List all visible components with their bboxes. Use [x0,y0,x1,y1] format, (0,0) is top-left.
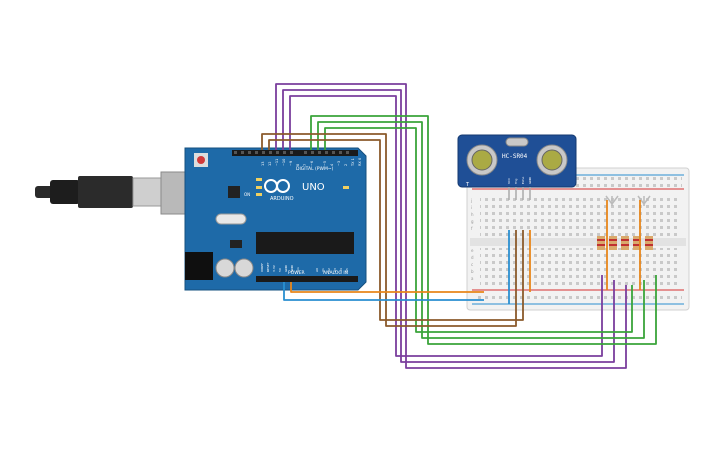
digital-pin-label: 4 [330,163,334,166]
analog-pin-label: A0 [315,268,319,272]
wire-purple [275,83,627,369]
resistor [621,236,629,250]
digital-pin-label: 7 [303,164,307,166]
power-pin-label: 3.3V [272,264,276,272]
digital-pin-label: ~5 [323,161,327,166]
wire-green [324,127,633,333]
sensor-model: HC-SR04 [502,153,528,160]
digital-pin-label: TX 1 [351,158,355,167]
sensor-pin-label: GND [528,176,532,184]
power-pin-label: GND [284,264,288,272]
resistor [633,236,641,250]
arduino-model: UNO [302,182,325,193]
digital-pin-label: ~9 [289,161,293,166]
digital-header-label: DIGITAL (PWM~) [296,166,334,172]
digital-pin-label: ~10 [282,159,286,166]
digital-header [232,150,358,156]
analog-header-label: ANALOG IN [323,270,348,276]
sensor-side-mark: T [465,182,470,188]
wire-brown [261,133,517,327]
arduino-logo [264,179,290,193]
power-pin-label: GND [290,264,294,272]
row-letter: a [471,276,474,281]
wire-green [317,121,645,339]
analog-pin-label: A5 [345,268,349,272]
usb-cable [35,171,210,215]
analog-pin-label: A3 [333,268,337,272]
power-pin-label: RESET [266,262,270,272]
wire-purple [282,89,615,363]
arduino-uno: ARDUINO UNO DIGITAL (PWM~) POWER ANALOG … [184,147,367,291]
row-letter: b [471,269,474,274]
digital-pin-label: 2 [344,164,348,166]
atmega-chip [256,232,354,254]
wire-purple [289,95,603,357]
digital-pin-label: ~6 [310,161,314,166]
rgb-led-left [605,195,619,206]
power-pin-label: IOREF [260,263,264,272]
row-letter: d [471,255,474,260]
row-letter: j [470,198,472,203]
analog-pin-label: A1 [321,268,325,272]
row-letter: i [471,205,472,210]
row-letter: g [471,219,474,224]
row-letter: e [471,248,474,253]
capacitor [215,258,235,278]
capacitor [234,258,254,278]
power-header-label: POWER [288,270,305,276]
wire-green [310,115,657,345]
power-pin-label: 5V [278,267,282,272]
analog-pin-label: A2 [327,268,331,272]
row-letter: f [471,226,473,231]
digital-pin-label: 8 [296,164,300,166]
digital-pin-label: ~3 [337,161,341,166]
wire-orange-5v [290,282,484,293]
rgb-led-right [637,195,651,206]
analog-pin-label: A4 [339,268,343,272]
power-analog-header [256,276,358,282]
resistor [645,236,653,250]
digital-pin-label: ~11 [275,159,279,166]
digital-pin-label: 12 [268,162,272,166]
sensor-pin-label: Trig [514,179,518,185]
wire-blue-gnd [283,282,484,301]
resistor [597,236,605,250]
on-led-label: ON [244,192,250,197]
row-letter: h [471,212,474,217]
sensor-pin-label: Echo [521,177,525,184]
power-jack [185,252,213,280]
digital-pin-label: RX 0 [358,158,362,166]
digital-pin-label: 13 [261,162,265,166]
sensor-pin-label: VCC [507,178,511,184]
resistor [609,236,617,250]
wire-brown [268,139,524,321]
power-pin-label: Vin [296,267,300,272]
arduino-brand: ARDUINO [270,196,294,202]
row-letter: c [471,262,473,267]
